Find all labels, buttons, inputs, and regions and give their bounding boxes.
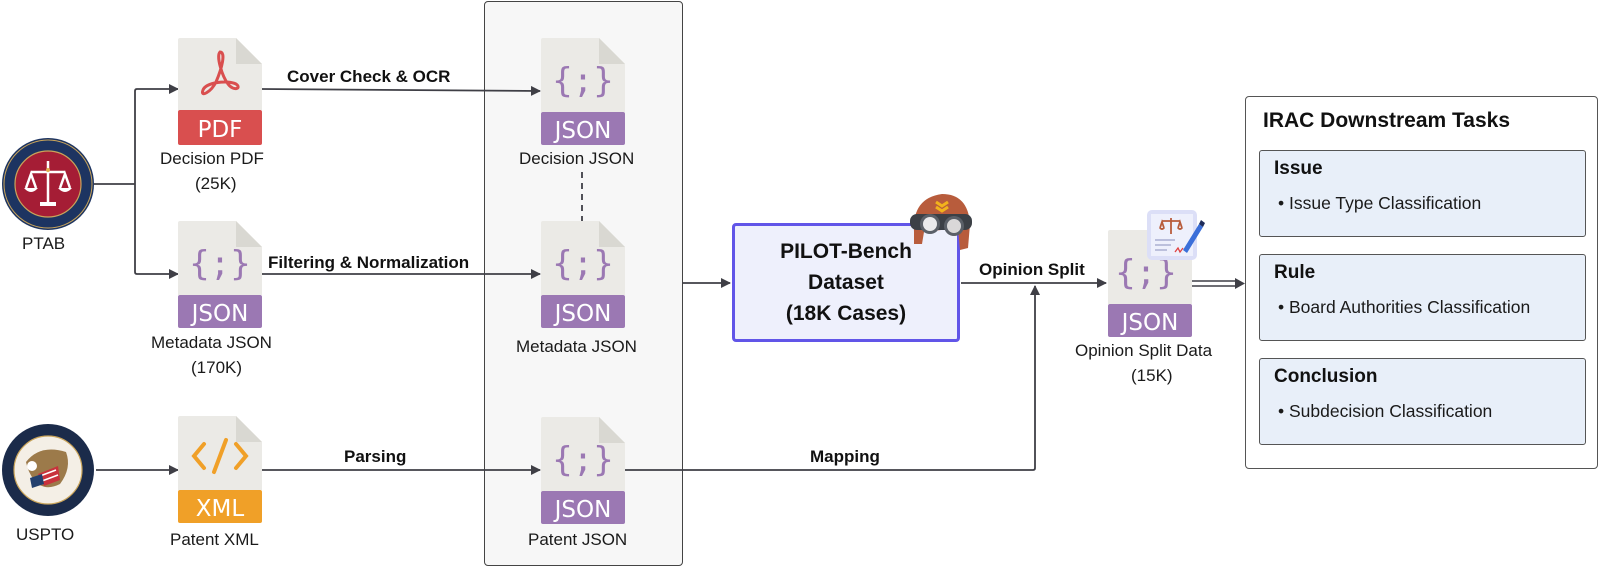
opinion-split-label: Opinion Split [979,260,1085,279]
irac-card-issue[interactable]: Issue • Issue Type Classification [1259,150,1586,237]
irac-card-item: • Board Authorities Classification [1278,297,1531,317]
pilot-bench-dataset-box[interactable]: PILOT-Bench Dataset (18K Cases) [732,223,960,342]
svg-text:{;}: {;} [552,61,613,101]
irac-card-rule[interactable]: Rule • Board Authorities Classification [1259,254,1586,341]
svg-text:{;}: {;} [189,244,250,284]
ptab-to-pdf-arrow [134,84,179,184]
opinion-split-data-label: Opinion Split Data [1075,341,1213,360]
patent-xml-label: Patent XML [170,530,259,549]
irac-card-conclusion[interactable]: Conclusion • Subdecision Classification [1259,358,1586,445]
decision-pdf-label: Decision PDF [160,149,264,168]
ptab-label: PTAB [22,234,66,253]
filtering-label: Filtering & Normalization [268,253,470,272]
svg-text:JSON: JSON [190,301,249,327]
legal-document-icon [1145,208,1205,264]
svg-text:XML: XML [196,496,245,522]
parsing-label: Parsing [344,447,407,466]
patent-json-label: Patent JSON [528,530,628,549]
irac-card-title: Conclusion [1274,366,1378,387]
pdf-file-icon[interactable]: PDF [178,38,262,145]
dataset-count: (18K Cases) [785,302,907,325]
uspto-seal-icon [0,422,96,518]
metadata-json-raw-label: Metadata JSON [151,333,272,352]
dataset-subtitle: Dataset [808,271,884,294]
irac-card-title: Issue [1274,158,1323,179]
decision-json-icon[interactable]: {;} JSON [541,38,625,145]
decision-pdf-count: (25K) [195,174,237,193]
json-file-icon[interactable]: {;} JSON [178,221,262,328]
irac-card-title: Rule [1274,262,1316,283]
metadata-json-label: Metadata JSON [516,337,637,356]
irac-card-item: • Subdecision Classification [1278,401,1493,421]
pdf-badge: PDF [198,117,243,143]
irac-card-item: • Issue Type Classification [1278,193,1482,213]
metadata-json-raw-count: (170K) [191,358,243,377]
xml-file-icon[interactable]: XML [178,416,262,523]
uspto-label: USPTO [16,525,75,544]
irac-title: IRAC Downstream Tasks [1263,109,1511,132]
svg-text:JSON: JSON [553,497,612,523]
mapping-arrow [625,285,1040,471]
svg-text:{;}: {;} [552,440,613,480]
decision-json-label: Decision JSON [519,149,635,168]
patent-json-icon[interactable]: {;} JSON [541,417,625,524]
dataset-title: PILOT-Bench [780,240,912,263]
svg-text:JSON: JSON [1120,310,1179,336]
to-irac-arrowhead [1235,278,1245,289]
ptab-seal-icon [0,136,96,232]
mapping-label: Mapping [810,447,880,466]
opinion-split-data-count: (15K) [1131,366,1173,385]
metadata-json-icon[interactable]: {;} JSON [541,221,625,328]
svg-text:JSON: JSON [553,118,612,144]
svg-text:JSON: JSON [553,301,612,327]
ptab-to-metadata-arrow [134,184,179,279]
cover-check-label: Cover Check & OCR [287,67,451,86]
irac-downstream-tasks-panel: IRAC Downstream Tasks Issue • Issue Type… [1245,96,1598,469]
pilot-helmet-icon [906,188,974,256]
svg-text:{;}: {;} [552,244,613,284]
cover-check-arrow [260,85,541,96]
